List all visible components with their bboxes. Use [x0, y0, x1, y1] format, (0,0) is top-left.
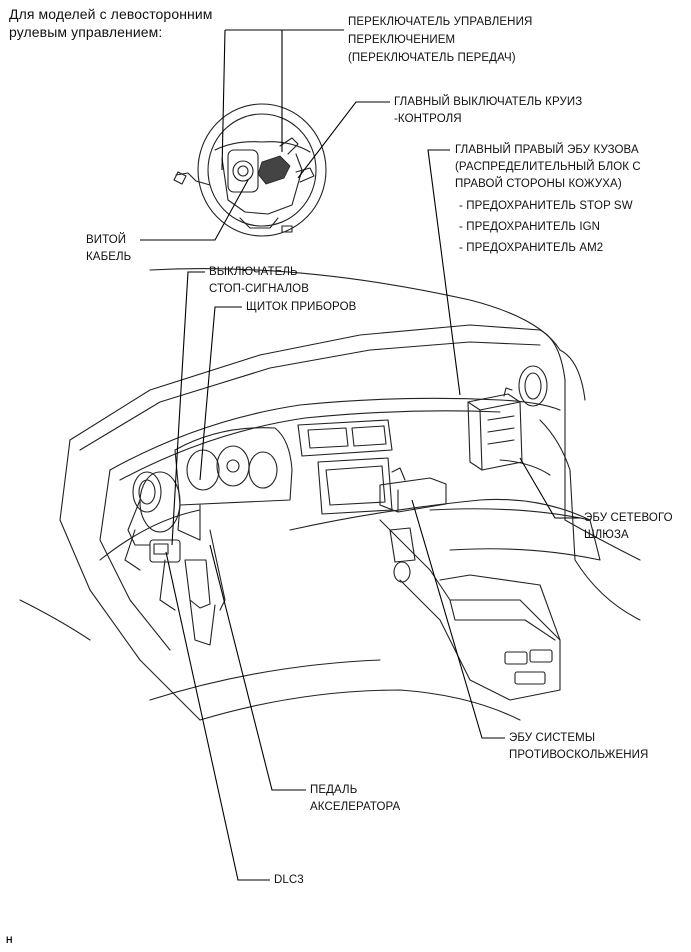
label-combination-meter: ЩИТОК ПРИБОРОВ: [246, 301, 357, 313]
label-skid-control-ecu-1: ЭБУ СИСТЕМЫ: [509, 732, 596, 744]
figure-code: H: [6, 935, 13, 945]
label-cruise-switch-2: -КОНТРОЛЯ: [394, 113, 462, 125]
steering-wheel-inset: [173, 103, 327, 237]
leader-lines: [140, 29, 580, 881]
heading-line-2: рулевым управлением:: [9, 24, 163, 40]
steering-column: [124, 471, 181, 611]
label-spiral-cable-1: ВИТОЙ: [86, 234, 127, 246]
label-spiral-cable-2: КАБЕЛЬ: [86, 251, 132, 263]
label-accel-pedal-1: ПЕДАЛЬ: [310, 784, 358, 796]
label-shift-switch-3: (ПЕРЕКЛЮЧАТЕЛЬ ПЕРЕДАЧ): [348, 52, 516, 64]
label-body-ecu-3: ПРАВОЙ СТОРОНЫ КОЖУХА): [455, 178, 622, 190]
label-shift-switch-2: ПЕРЕКЛЮЧЕНИЕМ: [348, 34, 456, 46]
label-body-ecu-2: (РАСПРЕДЕЛИТЕЛЬНЫЙ БЛОК С: [455, 161, 641, 173]
label-stop-lamp-switch-2: СТОП-СИГНАЛОВ: [209, 283, 309, 295]
label-shift-switch-1: ПЕРЕКЛЮЧАТЕЛЬ УПРАВЛЕНИЯ: [348, 16, 533, 28]
label-skid-control-ecu-2: ПРОТИВОСКОЛЬЖЕНИЯ: [509, 749, 649, 761]
label-cruise-switch-1: ГЛАВНЫЙ ВЫКЛЮЧАТЕЛЬ КРУИЗ: [394, 96, 583, 108]
label-gateway-ecu-2: ШЛЮЗА: [584, 529, 629, 541]
heading-line-1: Для моделей с левосторонним: [9, 6, 213, 22]
label-body-ecu-1: ГЛАВНЫЙ ПРАВЫЙ ЭБУ КУЗОВА: [455, 144, 639, 156]
instrument-cluster: [174, 427, 293, 541]
label-gateway-ecu-1: ЭБУ СЕТЕВОГО: [584, 512, 673, 524]
label-fuse-ign: - ПРЕДОХРАНИТЕЛЬ IGN: [459, 221, 601, 233]
glovebox-area: [429, 459, 601, 561]
label-dlc3: DLC3: [274, 874, 304, 886]
dashboard-outline: [19, 268, 641, 721]
label-accel-pedal-2: АКСЕЛЕРАТОРА: [310, 801, 401, 813]
label-stop-lamp-switch-1: ВЫКЛЮЧАТЕЛЬ: [209, 266, 298, 278]
center-console: [297, 419, 561, 701]
label-fuse-am2: - ПРЕДОХРАНИТЕЛЬ AM2: [459, 242, 604, 254]
label-fuse-stop-sw: - ПРЕДОХРАНИТЕЛЬ STOP SW: [459, 200, 633, 212]
pedals: [184, 529, 226, 646]
